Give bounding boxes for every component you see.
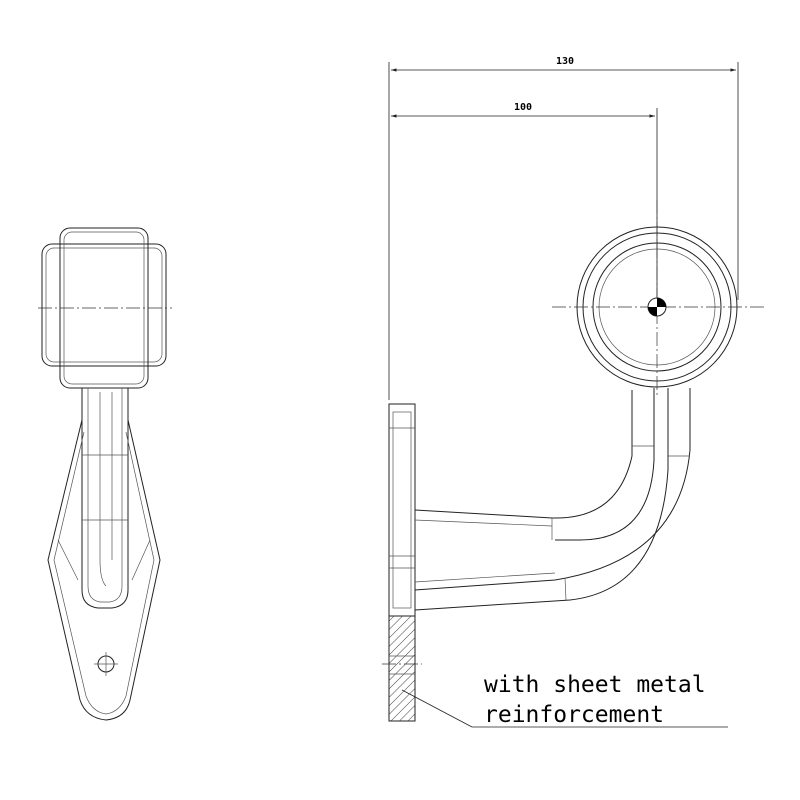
annotation-line-2: reinforcement [484,702,664,728]
dimension-100-label: 100 [514,102,532,113]
annotation-leader [401,689,728,728]
dimension-100: 100 [391,102,658,300]
arm-front [414,388,691,611]
annotation-line-1: with sheet metal [484,672,706,698]
side-view [38,227,172,721]
sheet-metal-reinforcement [388,615,416,722]
dimension-130: 130 [388,56,739,400]
mounting-hole-icon [94,652,118,676]
arm-side [81,388,129,609]
lamp-head-front [552,200,764,396]
lamp-head-side [38,227,172,389]
dimension-130-label: 130 [556,56,574,67]
mounting-plate [382,403,422,722]
front-view: 130 100 [382,56,764,728]
base-plate-side [47,419,161,721]
center-mark-icon [647,297,667,317]
